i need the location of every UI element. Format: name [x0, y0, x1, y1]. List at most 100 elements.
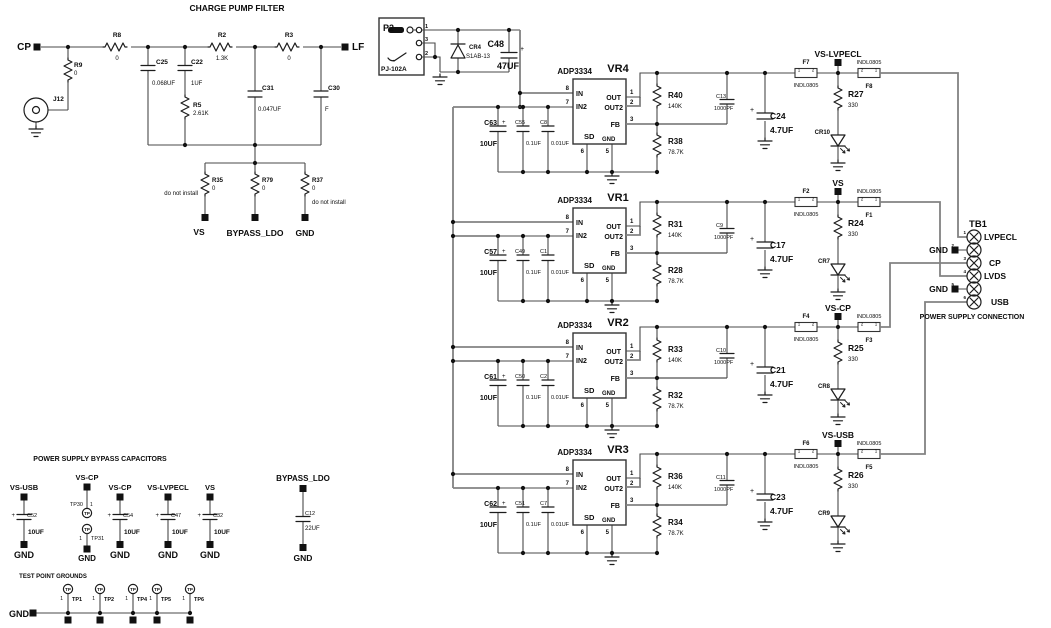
r35-value: 0 — [212, 186, 216, 192]
tb1-pin-num: 6 — [963, 295, 966, 300]
ferrite-a-ref: F7 — [802, 60, 810, 66]
c-ff-ref: C9 — [716, 223, 723, 229]
c30-value: F — [325, 107, 329, 113]
r-top-ref: R36 — [668, 472, 683, 481]
ferrite-a-ref: F2 — [802, 189, 810, 195]
net-label: VS-CP — [76, 473, 99, 482]
charge-pump-filter-section: CHARGE PUMP FILTER CP LF R8 0 R9 0 J12 R… — [17, 3, 364, 238]
tp-pin: 1 — [90, 502, 93, 508]
reg-designator: VR3 — [607, 444, 628, 456]
net-label: VS-USB — [10, 483, 39, 492]
cap-ref: C54 — [123, 513, 133, 519]
tb1-connector: TB1 1 2 3 4 5 6 LVPECL GND CP LVDS GND U… — [920, 219, 1025, 321]
cr4-part: S1AB-13 — [466, 54, 491, 60]
bypass-cap-ldo: BYPASS_LDO C12 22UF GND — [276, 474, 330, 563]
bypass-capacitors-section: POWER SUPPLY BYPASS CAPACITORS VS-USB + … — [10, 456, 330, 563]
c48-plus: + — [520, 46, 524, 53]
input-power-rails — [450, 30, 573, 489]
ferrite-b-ref: F5 — [865, 465, 873, 471]
vr2-labels: VR2 C61 C50 C2 R33 C10 R32 C21 F4 F3 VS-… — [484, 303, 873, 400]
led-ref: CR10 — [815, 130, 831, 136]
c31-value: 0.047UF — [258, 107, 281, 113]
c-out-ref: C17 — [770, 240, 786, 250]
cap-ref: C12 — [305, 511, 315, 517]
tb1-pin-num: 1 — [963, 230, 966, 235]
r37-ref: R37 — [312, 178, 324, 184]
tp31-ref: TP31 — [91, 536, 104, 542]
net-vs: VS — [193, 227, 205, 237]
cin-small-ref: C2 — [540, 374, 547, 380]
r-top-ref: R33 — [668, 345, 683, 354]
p2-pin3: 3 — [425, 37, 428, 43]
test-point-grounds-section: TEST POINT GROUNDS GND 1 1 1 1 1 TP1 TP2… — [9, 574, 204, 624]
gnd-label: GND — [294, 553, 313, 563]
cap-ref: C32 — [213, 513, 223, 519]
cap-value: 22UF — [305, 526, 320, 532]
ferrite-a-ref: F4 — [802, 314, 810, 320]
tp-pin: 1 — [182, 596, 185, 602]
r-led-ref: R26 — [848, 470, 864, 480]
p2-ref: P2 — [383, 23, 394, 33]
r-bot-ref: R28 — [668, 266, 683, 275]
r79-ref: R79 — [262, 178, 274, 184]
plus-sign: + — [107, 513, 111, 519]
r79-value: 0 — [262, 186, 266, 192]
plus-sign: + — [155, 513, 159, 519]
tp30-ref: TP30 — [70, 502, 83, 508]
tp-pin: 1 — [92, 596, 95, 602]
section-title: POWER SUPPLY BYPASS CAPACITORS — [33, 456, 167, 463]
c25-ref: C25 — [156, 59, 168, 66]
net-label: VS-LVPECL — [814, 49, 861, 59]
net-label: VS-USB — [822, 430, 854, 440]
plus-sign: + — [11, 513, 15, 519]
c30-ref: C30 — [328, 85, 340, 92]
cin-bulk-ref: C61 — [484, 374, 497, 381]
p2-pin1: 1 — [425, 24, 428, 30]
vr3-labels: VR3 C62 C51 C7 R36 C11 R34 C23 F6 F5 VS-… — [484, 430, 873, 527]
net-bypass-ldo: BYPASS_LDO — [227, 228, 284, 238]
cin-mid-ref: C50 — [515, 374, 525, 380]
bypass-cap-vs-cp: VS-CP + C54 10UF GND — [107, 483, 139, 560]
cap-value: 10UF — [28, 529, 44, 536]
r2-value: 1.3K — [216, 56, 228, 62]
cr4-ref: CR4 — [469, 45, 482, 51]
vr1-labels: VR1 C57 C49 C1 R31 C9 R28 C17 F2 F1 VS R… — [484, 178, 873, 275]
tb1-pin-num: 5 — [951, 282, 954, 287]
r3-value: 0 — [287, 56, 291, 62]
r-bot-ref: R32 — [668, 391, 683, 400]
cin-mid-ref: C55 — [515, 120, 525, 126]
net-label: VS — [205, 483, 215, 492]
r-led-ref: R27 — [848, 89, 864, 99]
c48-ref: C48 — [487, 39, 504, 49]
r-led-ref: R24 — [848, 218, 864, 228]
r9-ref: R9 — [74, 62, 83, 69]
gnd-label: GND — [110, 550, 131, 560]
r-top-ref: R40 — [668, 91, 683, 100]
tp-pin: 1 — [60, 596, 63, 602]
gnd-label: GND — [200, 550, 221, 560]
tb1-pin-num: 3 — [963, 256, 966, 261]
c31-ref: C31 — [262, 85, 274, 92]
p2-part: PJ-102A — [381, 66, 407, 73]
power-input-section: P2 PJ-102A 1 3 2 CR4 S1AB-13 C48 + 47UF — [378, 17, 524, 86]
bypass-tp-column: VS-CP TP30 1 1 TP31 GND — [70, 473, 104, 563]
cin-bulk-ref: C63 — [484, 120, 497, 127]
tp-name: TP4 — [137, 597, 148, 603]
section-title: CHARGE PUMP FILTER — [189, 3, 284, 13]
c22-ref: C22 — [191, 59, 203, 66]
led-ref: CR8 — [818, 384, 831, 390]
net-label: VS — [832, 178, 844, 188]
c-out-ref: C23 — [770, 492, 786, 502]
cin-bulk-ref: C62 — [484, 501, 497, 508]
r-bot-ref: R38 — [668, 137, 683, 146]
tb1-pin-label-lvpecl: LVPECL — [984, 232, 1017, 242]
gnd-label: GND — [78, 554, 96, 563]
tb1-pin-label-gnd: GND — [929, 284, 948, 294]
cap-ref: C47 — [171, 513, 181, 519]
tb1-pin-label-gnd: GND — [929, 245, 948, 255]
ferrite-b-ref: F3 — [865, 338, 873, 344]
cap-value: 10UF — [214, 529, 230, 536]
c-ff-ref: C10 — [716, 348, 726, 354]
r8-ref: R8 — [113, 32, 122, 39]
